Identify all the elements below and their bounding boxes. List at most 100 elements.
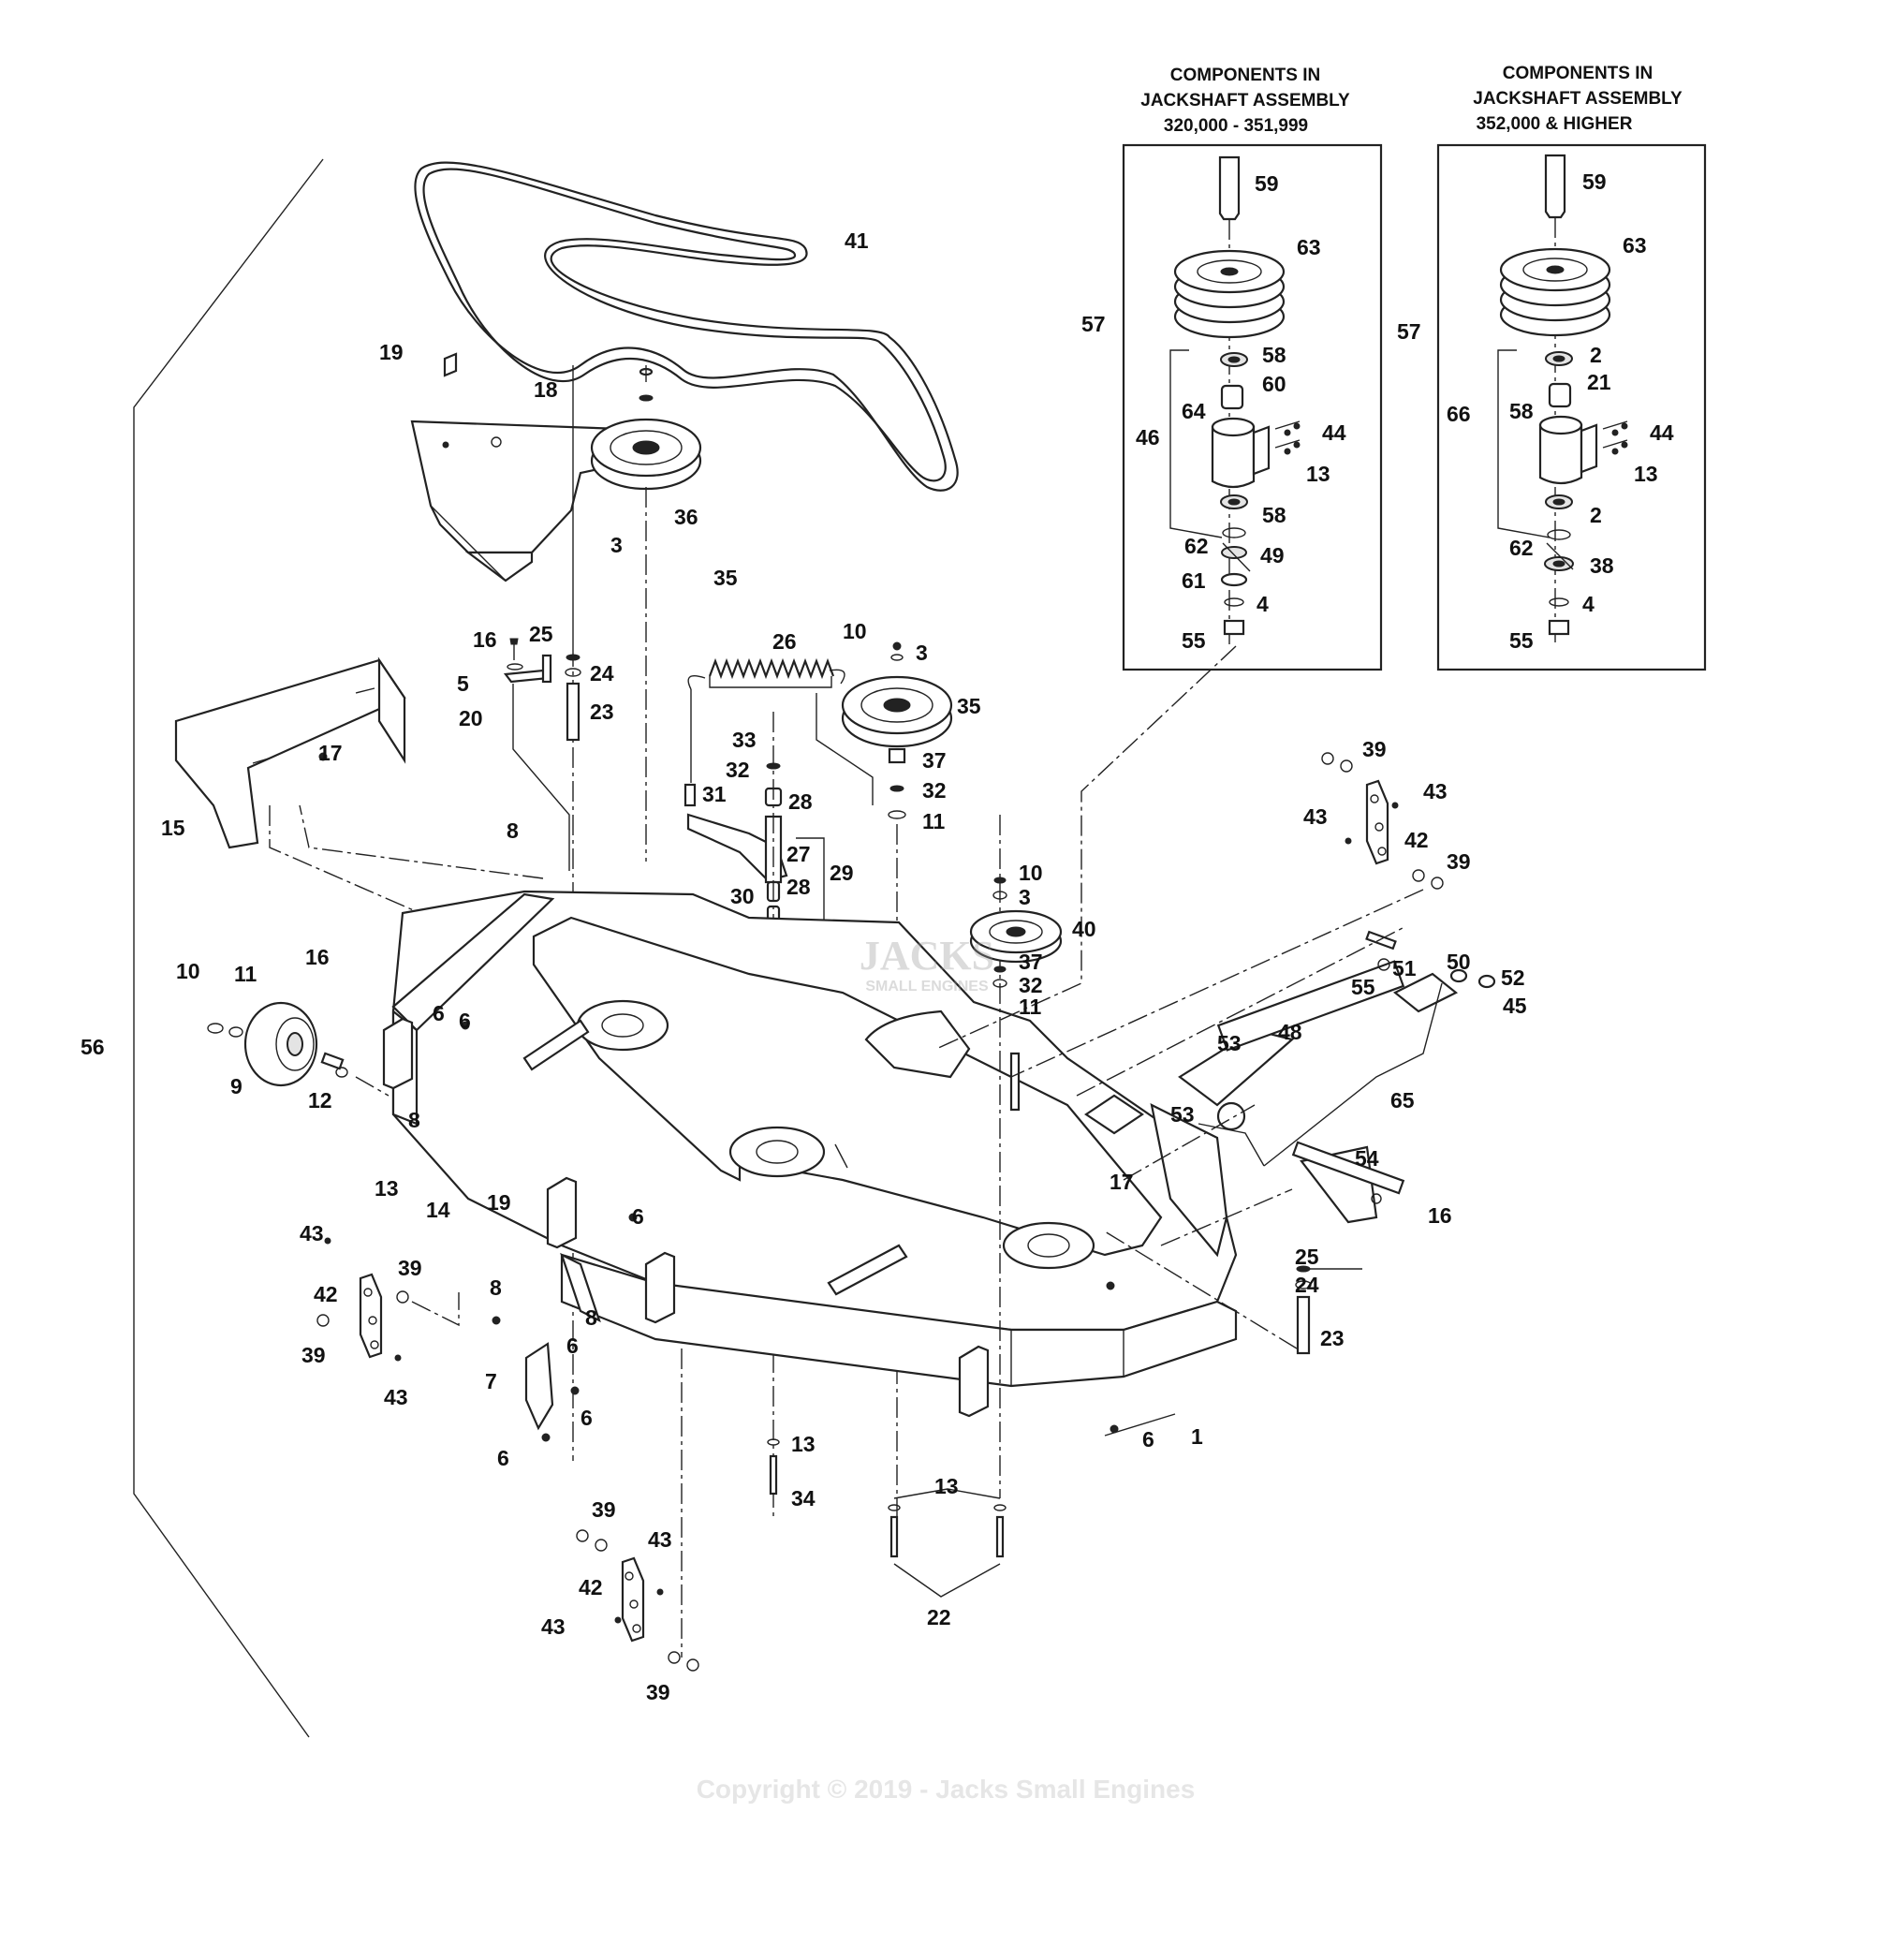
label-43: 43 bbox=[384, 1385, 408, 1409]
label-34: 34 bbox=[791, 1486, 816, 1511]
jackshaft-box-right bbox=[1436, 143, 1707, 671]
idler-arm bbox=[683, 712, 825, 1517]
label-57: 57 bbox=[1081, 312, 1106, 336]
watermark-logo-subtext: SMALL ENGINES bbox=[865, 979, 989, 995]
label-13: 13 bbox=[1306, 462, 1330, 486]
box-left-title: COMPONENTS IN JACKSHAFT ASSEMBLY 320,000… bbox=[1140, 66, 1350, 136]
label-54: 54 bbox=[1355, 1146, 1379, 1171]
label-39: 39 bbox=[1447, 849, 1471, 874]
label-32: 32 bbox=[922, 778, 947, 803]
label-48: 48 bbox=[1278, 1020, 1302, 1044]
tension-spring bbox=[687, 657, 874, 805]
belt bbox=[414, 161, 959, 492]
label-45: 45 bbox=[1503, 994, 1527, 1018]
label-64: 64 bbox=[1182, 399, 1206, 423]
label-23: 23 bbox=[590, 700, 614, 724]
label-57: 57 bbox=[1397, 319, 1421, 344]
label-13: 13 bbox=[791, 1432, 816, 1456]
label-42: 42 bbox=[579, 1575, 603, 1599]
label-38: 38 bbox=[1590, 553, 1614, 578]
label-12: 12 bbox=[308, 1088, 332, 1113]
label-4: 4 bbox=[1257, 592, 1269, 616]
label-15: 15 bbox=[161, 816, 185, 840]
gauge-wheel-left bbox=[207, 1001, 389, 1097]
baffle-bracket bbox=[492, 1316, 580, 1442]
label-46: 46 bbox=[1136, 425, 1160, 449]
label-65: 65 bbox=[1390, 1088, 1415, 1113]
label-63: 63 bbox=[1623, 233, 1647, 258]
label-49: 49 bbox=[1260, 543, 1285, 567]
label-43: 43 bbox=[300, 1221, 324, 1245]
label-55: 55 bbox=[1182, 628, 1206, 653]
label-41: 41 bbox=[845, 228, 869, 253]
label-50: 50 bbox=[1447, 950, 1471, 974]
label-56: 56 bbox=[81, 1035, 105, 1059]
leader-lines bbox=[834, 542, 1574, 1437]
label-4: 4 bbox=[1582, 592, 1595, 616]
idler-pulley-right bbox=[841, 641, 953, 1536]
label-32: 32 bbox=[1019, 973, 1043, 997]
label-43: 43 bbox=[1423, 779, 1448, 803]
label-13: 13 bbox=[1634, 462, 1658, 486]
label-59: 59 bbox=[1582, 169, 1607, 194]
label-6: 6 bbox=[632, 1204, 644, 1229]
part-labels: 59 63 57 58 60 64 44 46 13 58 62 49 61 4… bbox=[81, 169, 1674, 1704]
label-24: 24 bbox=[590, 661, 614, 685]
label-44: 44 bbox=[1322, 420, 1346, 445]
label-22: 22 bbox=[927, 1605, 951, 1629]
label-39: 39 bbox=[646, 1680, 670, 1704]
label-11: 11 bbox=[234, 962, 257, 986]
label-8: 8 bbox=[585, 1305, 597, 1330]
label-23: 23 bbox=[1320, 1326, 1345, 1350]
watermark-logo-text: JACKS bbox=[860, 933, 994, 979]
label-17: 17 bbox=[318, 741, 343, 765]
label-37: 37 bbox=[1019, 950, 1043, 974]
label-6: 6 bbox=[497, 1446, 509, 1470]
label-13: 13 bbox=[375, 1176, 399, 1201]
label-17: 17 bbox=[1110, 1170, 1134, 1194]
discharge-shield bbox=[174, 656, 432, 919]
label-6: 6 bbox=[566, 1334, 579, 1358]
label-43: 43 bbox=[648, 1527, 672, 1552]
label-30: 30 bbox=[730, 884, 755, 908]
label-19: 19 bbox=[487, 1190, 511, 1215]
label-19: 19 bbox=[379, 340, 404, 364]
label-16: 16 bbox=[1428, 1203, 1452, 1228]
box-right-title-line3: 352,000 & HIGHER bbox=[1477, 114, 1633, 134]
deck-assembly-bracket bbox=[133, 158, 324, 1738]
label-62: 62 bbox=[1184, 534, 1209, 558]
label-63: 63 bbox=[1297, 235, 1321, 259]
copyright-text: Copyright © 2019 - Jacks Small Engines bbox=[697, 1775, 1196, 1804]
shield-leader bbox=[299, 804, 544, 879]
jackshaft-leader bbox=[935, 645, 1237, 1050]
label-58: 58 bbox=[1262, 343, 1286, 367]
label-32: 32 bbox=[726, 758, 750, 782]
label-7: 7 bbox=[485, 1369, 497, 1393]
label-18: 18 bbox=[534, 377, 558, 402]
label-24: 24 bbox=[1295, 1273, 1319, 1297]
box-right-title-line2: JACKSHAFT ASSEMBLY bbox=[1473, 89, 1683, 109]
label-55: 55 bbox=[1509, 628, 1534, 653]
label-61: 61 bbox=[1182, 568, 1206, 593]
label-37: 37 bbox=[922, 748, 947, 773]
box-left-title-line2: JACKSHAFT ASSEMBLY bbox=[1140, 91, 1350, 111]
label-10: 10 bbox=[176, 959, 200, 983]
label-33: 33 bbox=[732, 728, 757, 752]
label-60: 60 bbox=[1262, 372, 1286, 396]
label-14: 14 bbox=[426, 1198, 450, 1222]
label-39: 39 bbox=[301, 1343, 326, 1367]
label-26: 26 bbox=[772, 629, 797, 654]
label-25: 25 bbox=[1295, 1245, 1319, 1269]
label-52: 52 bbox=[1501, 965, 1525, 990]
label-27: 27 bbox=[786, 842, 811, 866]
idler-pulley-40 bbox=[969, 877, 1063, 988]
label-10: 10 bbox=[1019, 861, 1043, 885]
label-39: 39 bbox=[1362, 737, 1387, 761]
label-28: 28 bbox=[786, 875, 811, 899]
label-25: 25 bbox=[529, 622, 553, 646]
label-53: 53 bbox=[1217, 1031, 1242, 1055]
label-42: 42 bbox=[314, 1282, 338, 1306]
label-62: 62 bbox=[1509, 536, 1534, 560]
label-39: 39 bbox=[398, 1256, 422, 1280]
